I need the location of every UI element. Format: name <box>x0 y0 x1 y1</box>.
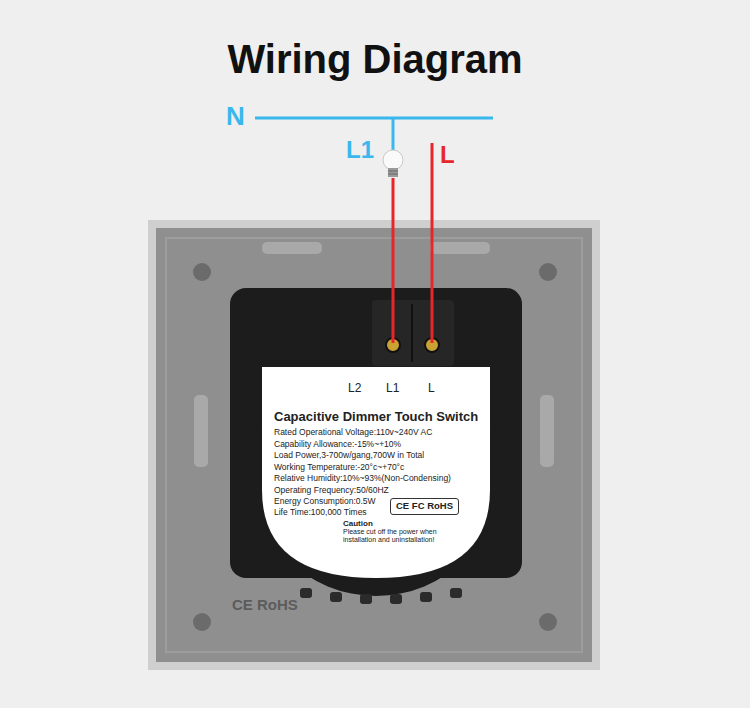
terminal-label: L1 <box>386 382 399 396</box>
spec-line: Rated Operational Voltage:110v~240V AC <box>274 428 432 438</box>
spec-line: Working Temperature:-20°c~+70°c <box>274 463 404 473</box>
spec-line: Life Time:100,000 Times <box>274 508 367 518</box>
spec-line: Operating Frequency:50/60HZ <box>274 486 389 496</box>
product-name: Capacitive Dimmer Touch Switch <box>274 410 478 425</box>
terminal-block <box>372 300 454 366</box>
terminal-label: L <box>428 382 435 396</box>
neutral-drop-wire <box>392 118 395 150</box>
caution-note: Please cut off the power when installati… <box>343 528 443 545</box>
product-label: Capacitive Dimmer Touch SwitchRated Oper… <box>262 367 490 578</box>
plate-back <box>156 228 592 662</box>
plate-slot <box>262 242 322 254</box>
certification-marks: CE FC RoHS <box>396 501 453 512</box>
certification-mark: CE RoHS <box>232 596 298 613</box>
plate-slot <box>540 395 554 467</box>
screw-hole <box>193 613 211 631</box>
switch-module <box>250 344 502 596</box>
spec-line: Capability Allowance:-15%~+10% <box>274 440 401 450</box>
plate-slot <box>430 242 490 254</box>
certification-box: CE FC RoHS <box>390 498 459 515</box>
screw-hole <box>193 263 211 281</box>
load-wire <box>392 178 395 343</box>
screw-hole <box>539 263 557 281</box>
plate-rim <box>166 238 582 652</box>
live-wire <box>431 143 434 343</box>
screw-hole <box>539 613 557 631</box>
plate-slot <box>194 395 208 467</box>
neutral-wire <box>255 117 493 120</box>
wire-label: L <box>440 141 455 169</box>
label-sticker-shape <box>262 367 490 578</box>
module-ribs <box>300 588 462 604</box>
switch-plate <box>148 220 600 670</box>
switch-module <box>230 288 522 578</box>
wire-label: L1 <box>346 136 374 164</box>
terminal-divider <box>411 304 413 362</box>
neutral-label: N <box>226 102 245 132</box>
spec-line: Energy Consumption:0.5W <box>274 497 376 507</box>
spec-line: Relative Humidity:10%~93%(Non-Condensing… <box>274 474 451 484</box>
diagram-title: Wiring Diagram <box>0 36 750 82</box>
light-bulb <box>383 150 403 177</box>
caution-heading: Caution <box>343 519 373 528</box>
terminal-label: L2 <box>348 382 361 396</box>
spec-line: Load Power,3-700w/gang,700W in Total <box>274 451 424 461</box>
